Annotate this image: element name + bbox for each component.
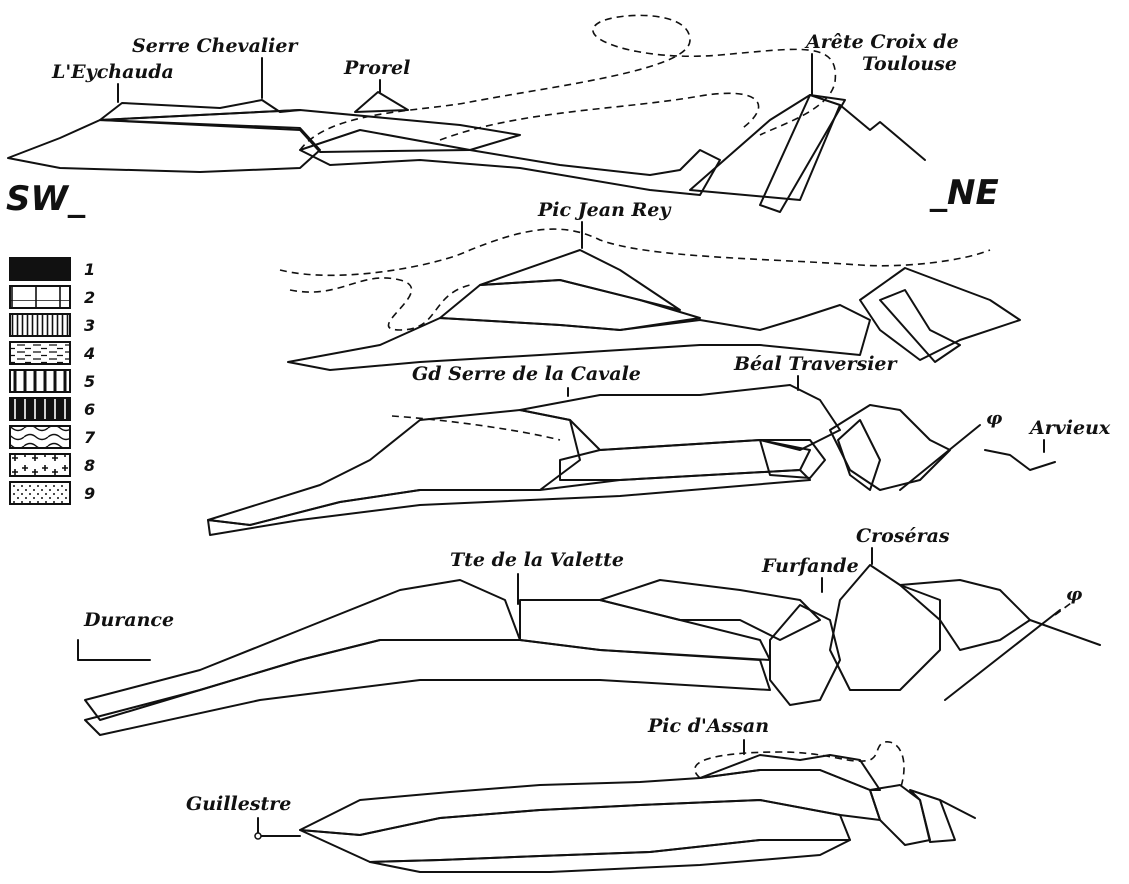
label-leychauda: L'Eychauda — [51, 61, 174, 83]
label-arete-croix: Arête Croix de — [804, 31, 959, 53]
label-pic-dassan: Pic d'Assan — [647, 715, 769, 737]
label-toulouse: Toulouse — [862, 53, 957, 75]
legend-label-4: 4 — [83, 344, 95, 363]
legend-label-7: 7 — [84, 428, 96, 447]
label-prorel: Prorel — [343, 57, 410, 79]
label-arvieux: Arvieux — [1028, 417, 1111, 439]
cross-section-2: Pic Jean Rey — [280, 199, 1020, 370]
legend-label-2: 2 — [84, 288, 95, 307]
legend-label-6: 6 — [84, 400, 95, 419]
label-pic-jean-rey: Pic Jean Rey — [537, 199, 672, 221]
legend-label-5: 5 — [84, 372, 95, 391]
label-furfande: Furfande — [761, 555, 859, 577]
legend-label-3: 3 — [84, 316, 95, 335]
label-croseras: Croséras — [856, 525, 950, 547]
legend: 1 2 3 4 5 6 7 8 9 — [10, 258, 96, 504]
orientation-ne: _NE — [929, 173, 999, 213]
cross-section-1: L'Eychauda Serre Chevalier Prorel Arête … — [8, 15, 959, 212]
label-gd-serre-cavale: Gd Serre de la Cavale — [412, 363, 641, 385]
cross-section-3: φ Gd Serre de la Cavale Béal Traversier … — [208, 353, 1111, 535]
fault-phi-4: φ — [1066, 584, 1083, 605]
legend-label-8: 8 — [84, 456, 95, 475]
legend-label-9: 9 — [84, 484, 95, 503]
orientation-sw: SW_ — [6, 179, 86, 219]
cross-section-4: φ Durance Tte de la Valette Furfande Cro… — [78, 525, 1100, 735]
fault-phi-3: φ — [986, 408, 1003, 429]
label-serre-chevalier: Serre Chevalier — [132, 35, 299, 57]
label-tte-valette: Tte de la Valette — [450, 549, 624, 571]
label-guillestre: Guillestre — [186, 793, 291, 815]
legend-label-1: 1 — [84, 260, 95, 279]
cross-section-5: Pic d'Assan Guillestre — [186, 715, 975, 872]
label-beal-traversier: Béal Traversier — [733, 353, 899, 375]
label-durance: Durance — [83, 609, 174, 631]
